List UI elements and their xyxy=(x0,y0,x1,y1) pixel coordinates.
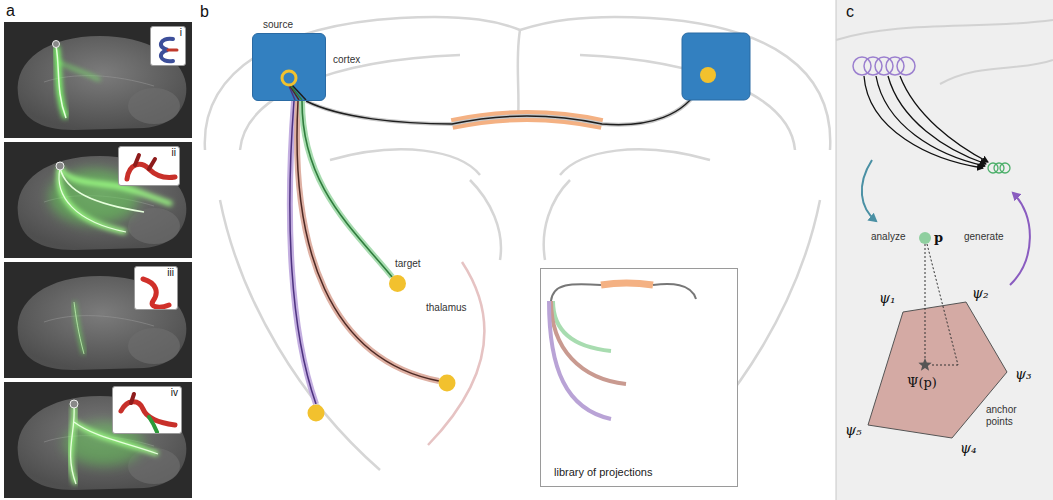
contralateral-box xyxy=(682,33,750,100)
anchor-caption: anchor points xyxy=(986,404,1032,427)
brain-outline xyxy=(836,20,1053,84)
anchor-label: ψ₄ xyxy=(960,440,977,456)
inset-art xyxy=(119,147,179,185)
inset-box: i xyxy=(150,26,186,66)
region-label: cortex xyxy=(331,54,362,65)
target-dot xyxy=(439,375,456,392)
projection-connector xyxy=(302,101,392,277)
panel-letter: b xyxy=(200,3,209,21)
thalamus-outline xyxy=(428,262,484,445)
library-box: library of projections xyxy=(540,268,738,487)
projected-star xyxy=(918,358,931,371)
inset-box: iv xyxy=(112,386,182,434)
target-neurons xyxy=(988,163,1010,173)
inset-numeral: iv xyxy=(171,387,178,398)
point-p xyxy=(919,232,931,244)
brain-frame xyxy=(4,262,192,378)
panel-letter: c xyxy=(846,3,854,21)
inset-numeral: i xyxy=(180,27,182,38)
inset-art xyxy=(253,34,325,100)
projection-arrows xyxy=(864,76,988,168)
anchor-label: ψ₃ xyxy=(1015,366,1032,382)
inset-box: iii xyxy=(134,266,178,310)
analyze-arrow xyxy=(862,160,876,221)
brain-frame xyxy=(4,22,192,138)
brain-frame xyxy=(4,142,192,258)
anchor-label: ψ₁ xyxy=(879,290,896,306)
brain-frame xyxy=(4,382,192,498)
node-label: library of projections xyxy=(554,466,652,478)
inset-numeral: iii xyxy=(167,267,174,278)
projection-lines xyxy=(925,244,958,365)
anchor-label: ψ₂ xyxy=(972,285,989,301)
process-label: analyze xyxy=(871,231,905,242)
node-label: target xyxy=(395,258,421,269)
process-label: generate xyxy=(964,231,1003,242)
projection-brown xyxy=(297,101,439,381)
source-neurons xyxy=(853,57,915,75)
source-box: source xyxy=(252,33,326,101)
generate-arrow xyxy=(1010,193,1030,285)
inset-numeral: ii xyxy=(172,147,176,158)
target-dot: target xyxy=(389,275,406,292)
inset-box: ii xyxy=(118,146,180,186)
anchor-label: ψ₅ xyxy=(845,422,862,438)
projection-label: Ψ(p) xyxy=(907,375,937,390)
projection-callosal xyxy=(306,86,700,125)
point-label: p xyxy=(934,230,943,245)
region-label: thalamus xyxy=(424,302,469,313)
panel-divider xyxy=(836,0,837,500)
node-label: source xyxy=(263,19,293,30)
target-dot xyxy=(308,405,325,422)
connector-line xyxy=(302,101,392,277)
panel-ground xyxy=(836,0,1053,500)
panel-letter: a xyxy=(6,2,15,20)
connector-halo xyxy=(302,101,392,277)
inset-art xyxy=(541,269,737,486)
